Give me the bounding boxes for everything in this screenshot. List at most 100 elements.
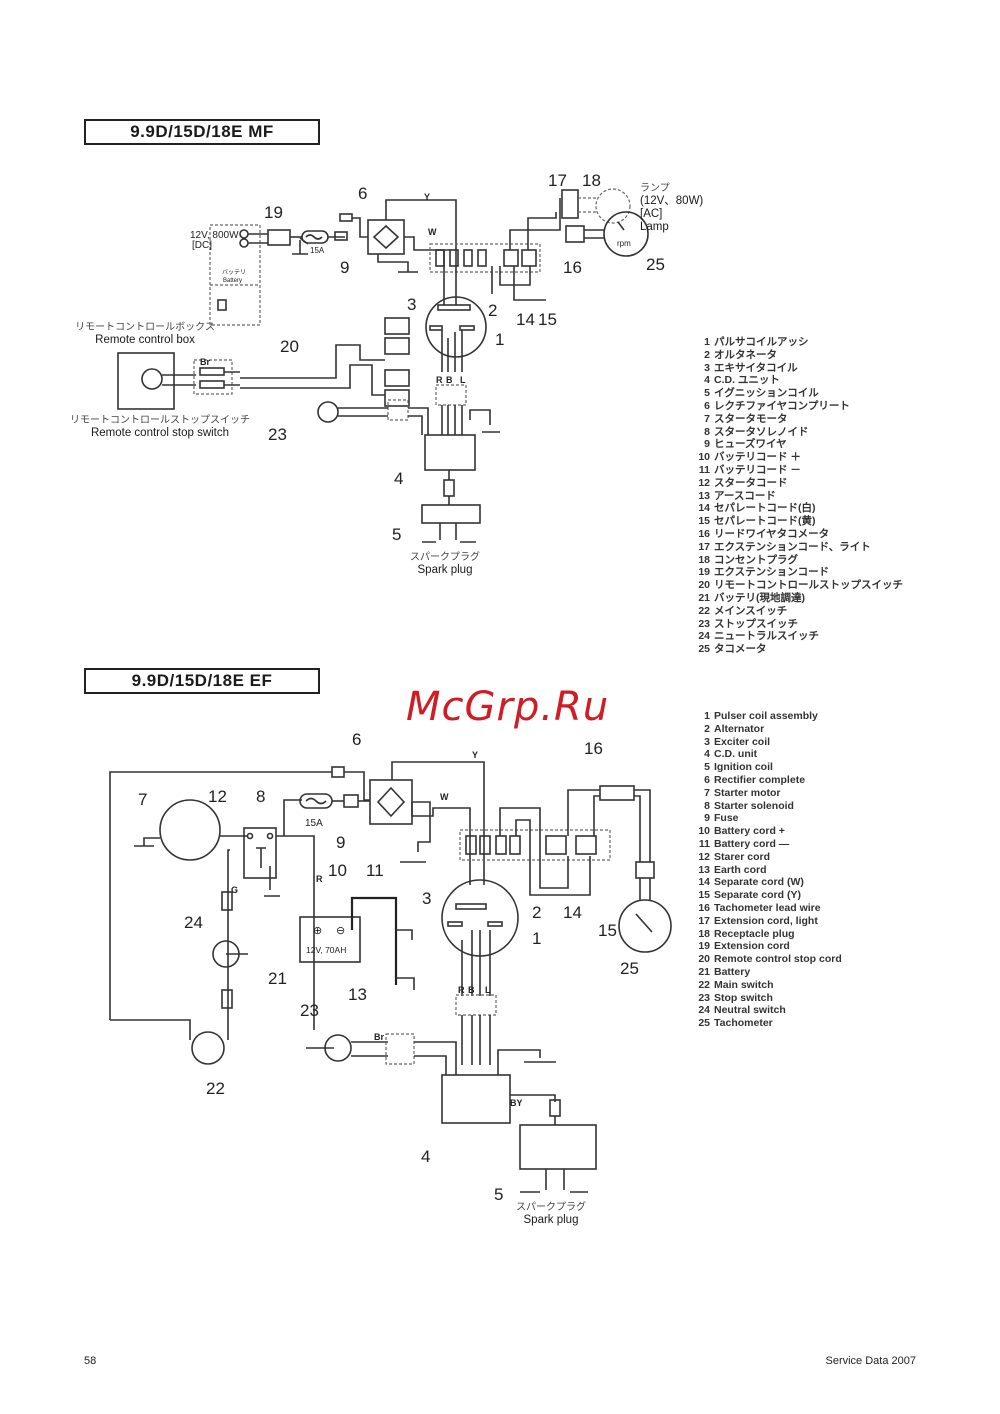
ef-battery [299, 916, 361, 963]
legend-item-text: Battery cord — [714, 837, 790, 850]
ef-callout-7: 7 [138, 790, 147, 809]
legend-item-number: 10 [698, 825, 710, 838]
ef-battery-minus: ⊖ [336, 925, 345, 937]
ef-wire-label-r: R [458, 985, 465, 995]
ef-starter-solenoid [243, 827, 277, 879]
legend-item-number: 11 [698, 463, 710, 476]
mf-callout-2: 2 [488, 301, 497, 320]
ef-callout-5: 5 [494, 1185, 503, 1204]
mf-callout-16: 16 [563, 258, 582, 277]
mf-callout-18: 18 [582, 171, 601, 190]
mf-battery-terminal-positive [239, 229, 249, 239]
legend-item-number: 24 [698, 1004, 710, 1017]
legend-item-text: バッテリコード ＋ [714, 451, 801, 464]
legend-item-number: 4 [704, 374, 710, 387]
ef-battery-spec: 12V, 70AH [306, 945, 346, 955]
legend-item-text: スタータソレノイド [714, 425, 809, 438]
legend-item-number: 2 [704, 348, 710, 361]
mf-remote-box-caption: リモートコントロールボックス Remote control box [70, 321, 220, 347]
legend-item-text: Earth cord [714, 863, 767, 876]
legend-item-text: Separate cord (Y) [714, 889, 801, 902]
legend-item-number: 21 [698, 965, 710, 978]
ef-callout-22: 22 [206, 1079, 225, 1098]
mf-lamp-jp: ランプ [640, 183, 670, 194]
mf-callout-4: 4 [394, 469, 403, 488]
mf-remote-stop-en: Remote control stop switch [90, 427, 230, 439]
legend-item-number: 7 [704, 786, 710, 799]
legend-item-number: 12 [698, 476, 710, 489]
legend-item-number: 23 [698, 617, 710, 630]
ef-wire-label-w: W [440, 792, 449, 802]
mf-callout-20: 20 [280, 337, 299, 356]
legend-item-text: エキサイタコイル [714, 361, 798, 374]
section-title-mf: 9.9D/15D/18E MF [84, 119, 320, 145]
legend-item-number: 5 [704, 387, 710, 400]
legend-item-text: Pulser coil assembly [714, 710, 818, 722]
legend-item-number: 25 [698, 643, 710, 656]
mf-battery-box [209, 224, 261, 326]
ef-wire-label-g: G [231, 885, 238, 895]
legend-item-number: 20 [698, 579, 710, 592]
legend-item-text: Tachometer [714, 1017, 773, 1030]
legend-item-number: 7 [704, 412, 710, 425]
ef-callout-8: 8 [256, 787, 265, 806]
mf-callout-23: 23 [268, 425, 287, 444]
legend-item-text: スタータコード [714, 476, 788, 489]
mf-callout-5: 5 [392, 525, 401, 544]
ef-callout-25: 25 [620, 959, 639, 978]
ef-spark-en: Spark plug [523, 1214, 579, 1226]
legend-item-text: セパレートコード(黄) [714, 515, 816, 528]
legend-item-text: Fuse [714, 812, 739, 825]
legend-item-number: 17 [698, 540, 710, 553]
legend-item-number: 20 [698, 953, 710, 966]
legend-item-number: 14 [698, 876, 710, 889]
mf-battery-spec: 12V, 800W [190, 230, 239, 241]
legend-item-text: Rectifier complete [714, 773, 806, 786]
ef-callout-12: 12 [208, 787, 227, 806]
mf-callout-25: 25 [646, 255, 665, 274]
mf-callouts: 6 19 9 17 18 16 25 14 15 2 3 1 4 5 20 23 [264, 171, 665, 544]
legend-item-text: ニュートラルスイッチ [714, 630, 819, 643]
mf-spark-jp: スパークプラグ [410, 552, 480, 563]
legend-item-number: 1 [704, 336, 710, 348]
legend-item-number: 9 [704, 438, 710, 451]
ef-cd-unit [441, 1074, 511, 1124]
legend-item-number: 22 [698, 978, 710, 991]
legend-item-text: Separate cord (W) [714, 876, 804, 889]
legend-item-number: 25 [698, 1017, 710, 1030]
mf-wire-label-w: W [428, 227, 437, 237]
mf-ignition-coil [421, 504, 481, 524]
ef-wire-label-by: BY [510, 1098, 523, 1108]
legend-item-text: Stop switch [714, 991, 773, 1004]
ef-rectifier [369, 779, 413, 825]
legend-item-number: 12 [698, 850, 710, 863]
ef-callout-13: 13 [348, 985, 367, 1004]
mf-wire-label-br: Br [200, 357, 210, 367]
mf-remote-box-jp: リモートコントロールボックス [75, 322, 215, 333]
mf-wire-label-l: L [460, 375, 466, 385]
legend-item-text: Exciter coil [714, 735, 771, 748]
legend-item-number: 16 [698, 901, 710, 914]
mf-battery-type: [DC] [192, 240, 212, 251]
ef-callout-4: 4 [421, 1147, 430, 1166]
legend-item-number: 23 [698, 991, 710, 1004]
diagram-ef: 15A R B L ⊕ [109, 730, 672, 1204]
